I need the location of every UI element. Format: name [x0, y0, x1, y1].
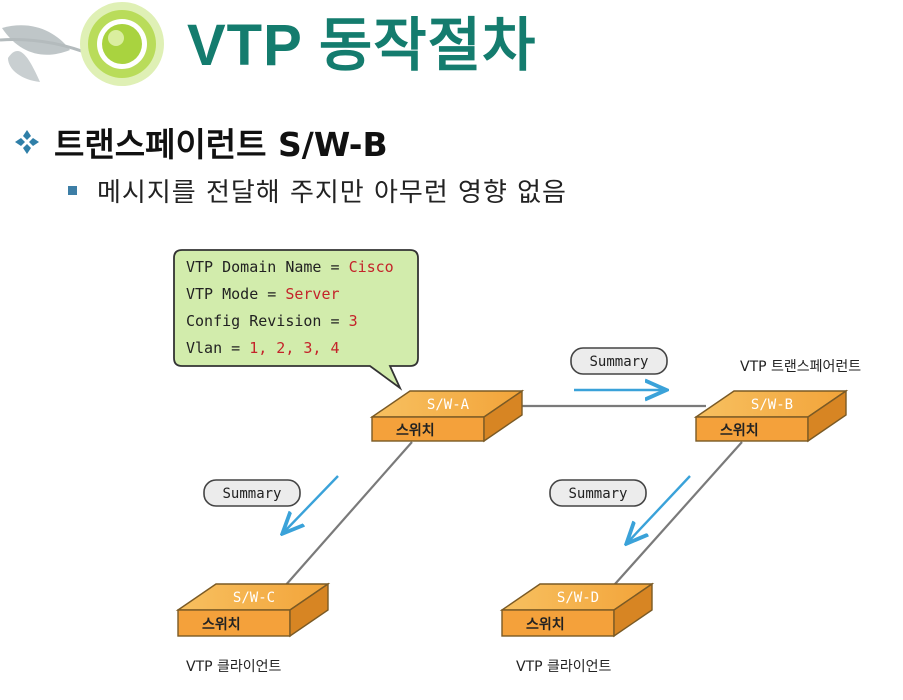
- bubble-line1-label: VTP Domain Name =: [186, 258, 349, 276]
- switch-c-top-label: S/W-C: [233, 590, 275, 606]
- arrow-b-d: [628, 475, 691, 542]
- switch-a-top-label: S/W-A: [427, 397, 470, 413]
- svg-text:Vlan = 1, 2, 3, 4: Vlan = 1, 2, 3, 4: [186, 339, 340, 357]
- switch-b-top-label: S/W-B: [751, 397, 793, 413]
- config-bubble: VTP Domain Name = Cisco VTP Mode = Serve…: [173, 249, 419, 391]
- switch-d-caption: VTP 클라이언트: [516, 659, 612, 675]
- logo-graphic: [0, 2, 164, 86]
- page-title: VTP 동작절차: [187, 13, 537, 78]
- switch-d: S/W-D 스위치 VTP 클라이언트: [499, 582, 655, 675]
- switch-b-caption: VTP 트랜스페어런트: [740, 359, 861, 375]
- switch-a: S/W-A 스위치: [369, 389, 525, 443]
- heading-row: 트랜스페이런트 S/W-B: [14, 118, 388, 166]
- svg-text:Summary: Summary: [568, 486, 627, 502]
- bubble-line2-label: VTP Mode =: [186, 285, 285, 303]
- leaf-icon: [8, 51, 40, 82]
- bubble-line1-value: Cisco: [349, 258, 394, 276]
- section-heading: 트랜스페이런트 S/W-B: [54, 125, 388, 164]
- switch-d-front-label: 스위치: [526, 617, 565, 633]
- switch-c-caption: VTP 클라이언트: [186, 659, 282, 675]
- bullet-row: 메시지를 전달해 주지만 아무런 영향 없음: [68, 172, 567, 209]
- switch-c-front-label: 스위치: [202, 617, 241, 633]
- svg-text:VTP Domain Name = Cisco: VTP Domain Name = Cisco: [186, 258, 394, 276]
- switch-b: S/W-B 스위치 VTP 트랜스페어런트: [693, 359, 861, 443]
- bubble-line2-value: Server: [285, 285, 339, 303]
- switch-d-top-label: S/W-D: [557, 590, 599, 606]
- switch-c: S/W-C 스위치 VTP 클라이언트: [175, 582, 331, 675]
- bullet-text: 메시지를 전달해 주지만 아무런 영향 없음: [97, 178, 567, 208]
- summary-label-bd: Summary: [549, 479, 647, 507]
- switch-b-front-label: 스위치: [720, 423, 759, 439]
- svg-text:VTP Mode = Server: VTP Mode = Server: [186, 285, 340, 303]
- svg-text:Summary: Summary: [222, 486, 281, 502]
- svg-text:Summary: Summary: [589, 354, 648, 370]
- summary-label-ac: Summary: [203, 479, 301, 507]
- bubble-line4-value: 1, 2, 3, 4: [249, 339, 339, 357]
- bubble-line3-label: Config Revision =: [186, 312, 349, 330]
- arrow-a-c: [284, 475, 339, 532]
- svg-text:Config Revision = 3: Config Revision = 3: [186, 312, 358, 330]
- summary-label-ab: Summary: [570, 347, 668, 375]
- diamond-bullet-icon: [15, 130, 39, 154]
- bubble-line4-label: Vlan =: [186, 339, 249, 357]
- switch-a-front-label: 스위치: [396, 423, 435, 439]
- bubble-line3-value: 3: [349, 312, 358, 330]
- square-bullet-icon: [68, 186, 77, 195]
